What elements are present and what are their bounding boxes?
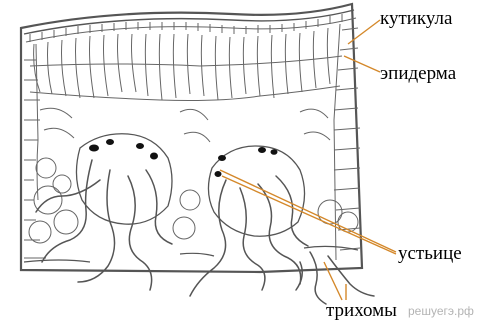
- epidermis-label: эпидерма: [380, 64, 456, 83]
- trichomes-label: трихомы: [326, 301, 397, 320]
- watermark: решуегэ.рф: [408, 305, 474, 317]
- cuticle-label: кутикула: [380, 9, 452, 28]
- stomata-label: устьице: [398, 244, 462, 263]
